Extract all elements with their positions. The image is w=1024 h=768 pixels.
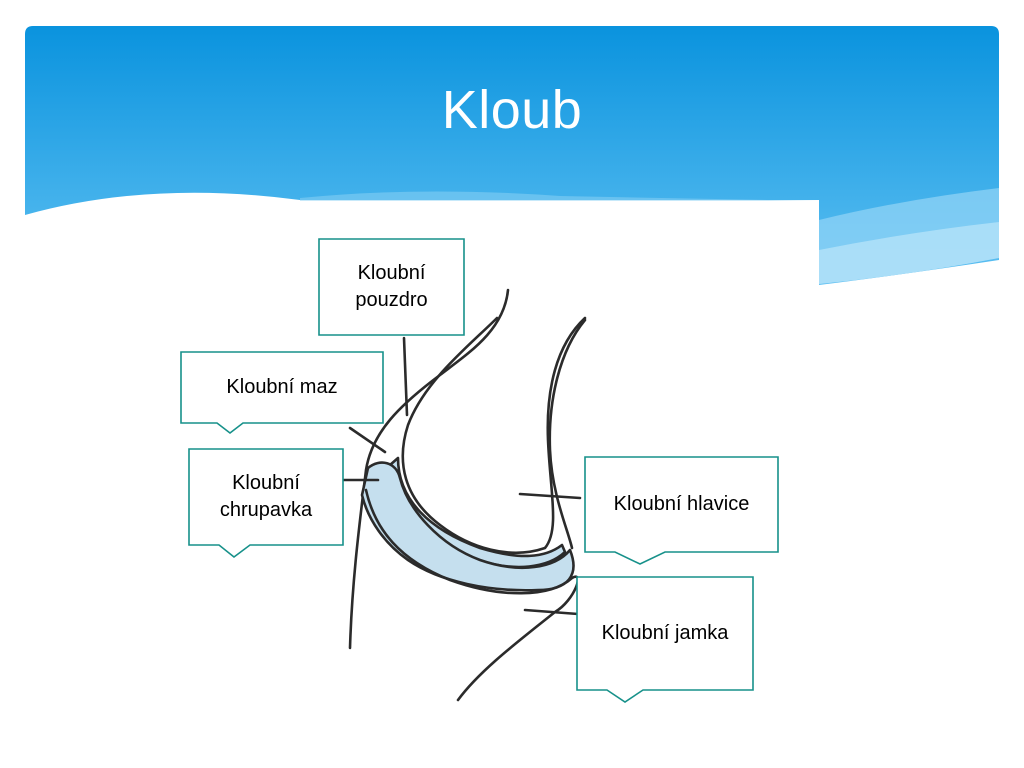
callout-capsule-label: Kloubní pouzdro — [319, 239, 464, 335]
socket-cartilage — [362, 463, 573, 591]
callout-socket-label: Kloubní jamka — [577, 577, 753, 690]
callout-cartilage-label: Kloubní chrupavka — [189, 449, 343, 545]
callout-synovial-label: Kloubní maz — [181, 352, 383, 423]
capsule-line-right — [550, 320, 585, 548]
callout-head-label: Kloubní hlavice — [585, 457, 778, 552]
leader-head — [520, 494, 580, 498]
head-bone-contour — [403, 318, 585, 553]
